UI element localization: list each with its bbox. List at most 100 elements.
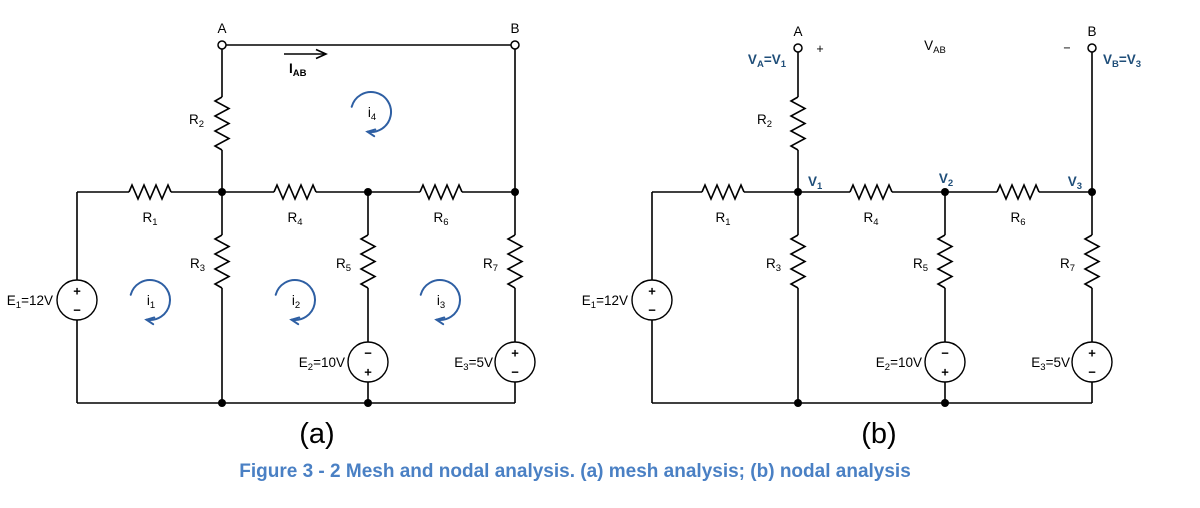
resistor-r3 [214, 234, 230, 289]
current-iab-label: IAB [289, 61, 307, 79]
terminal-b [1087, 43, 1097, 53]
node-dot [941, 399, 949, 407]
mesh-current-i2: i2 [274, 279, 317, 326]
figure-caption: Figure 3 - 2 Mesh and nodal analysis. (a… [239, 461, 911, 482]
terminal-a-label: A [217, 21, 226, 36]
source-e1-label: E1=12V [7, 293, 53, 311]
sublabel-a: (a) [299, 418, 334, 450]
terminal-b [510, 40, 520, 50]
resistor-r3 [790, 234, 806, 289]
mesh-current-i4: i4 [350, 91, 393, 138]
resistor-r7-label: R7 [483, 256, 498, 274]
source-e2-label: E2=10V [299, 355, 345, 373]
circuit-a: + − − + + − IAB i1 i2 i3 [7, 21, 536, 450]
source-e3: + − [1071, 341, 1113, 383]
source-e3-label: E3=5V [454, 355, 493, 373]
resistor-r1-label: R1 [715, 210, 730, 228]
resistor-r2 [790, 96, 806, 151]
terminal-a [217, 40, 227, 50]
plus-sign: + [364, 365, 372, 380]
resistor-r1 [701, 184, 745, 200]
resistor-r4-label: R4 [863, 210, 878, 228]
resistor-r4 [849, 184, 893, 200]
node-v2-label: V2 [939, 171, 953, 189]
source-e1: + − [56, 279, 98, 321]
resistor-r5 [937, 234, 953, 289]
resistor-r6 [996, 184, 1040, 200]
minus-sign-terminal-b: − [1063, 41, 1070, 55]
resistor-r2-label: R2 [189, 112, 204, 130]
node-dot-v1 [794, 188, 802, 196]
resistor-r4-label: R4 [287, 210, 302, 228]
source-circle [924, 341, 966, 383]
plus-sign: + [941, 365, 949, 380]
current-arrow-iab [284, 48, 328, 60]
source-circle [347, 341, 389, 383]
resistor-r2 [214, 96, 230, 151]
plus-sign: + [73, 284, 81, 299]
minus-sign: − [511, 365, 519, 380]
node-dot-v2 [941, 188, 949, 196]
node-dot [794, 399, 802, 407]
resistor-r7 [507, 234, 523, 289]
resistor-r6-label: R6 [433, 210, 448, 228]
resistor-r5-label: R5 [336, 256, 351, 274]
resistor-r6-label: R6 [1010, 210, 1025, 228]
terminal-b-label: B [1087, 24, 1096, 39]
minus-sign: − [648, 303, 656, 318]
source-e2: − + [924, 341, 966, 383]
resistor-r7-label: R7 [1060, 256, 1075, 274]
plus-sign: + [1088, 346, 1096, 361]
source-circle [494, 341, 536, 383]
node-dot-v3 [1088, 188, 1096, 196]
node-v3-label: V3 [1068, 174, 1082, 192]
voltage-vab-label: VAB [924, 38, 946, 56]
mesh-current-i1: i1 [129, 279, 172, 326]
mesh-current-label: i4 [368, 105, 376, 123]
resistor-r3-label: R3 [766, 256, 781, 274]
source-circle [631, 279, 673, 321]
sublabel-b: (b) [861, 418, 896, 450]
resistor-r6 [419, 184, 463, 200]
terminal-a-label: A [793, 24, 802, 39]
source-circle [56, 279, 98, 321]
circuit-b: + − − + + − A B VA=V1 + VAB − VB=V3 V1 V… [582, 24, 1141, 450]
plus-sign: + [511, 346, 519, 361]
source-e3-label: E3=5V [1031, 355, 1070, 373]
node-dot [218, 399, 226, 407]
mesh-current-label: i1 [147, 293, 155, 311]
minus-sign: − [941, 346, 949, 361]
arrow-head [315, 48, 328, 60]
terminal-a [793, 43, 803, 53]
voltage-va-label: VA=V1 [748, 52, 787, 70]
resistor-r3-label: R3 [190, 256, 205, 274]
source-e2-label: E2=10V [876, 355, 922, 373]
plus-sign: + [648, 284, 656, 299]
node-dot [364, 399, 372, 407]
source-e1: + − [631, 279, 673, 321]
resistor-r1 [128, 184, 172, 200]
terminal-b-label: B [510, 21, 519, 36]
mesh-current-i3: i3 [419, 279, 462, 326]
resistor-r1-label: R1 [142, 210, 157, 228]
resistor-r7 [1084, 234, 1100, 289]
minus-sign: − [364, 346, 372, 361]
resistor-r2-label: R2 [757, 112, 772, 130]
source-circle [1071, 341, 1113, 383]
node-v1-label: V1 [808, 174, 823, 192]
node-dot [218, 188, 226, 196]
mesh-current-label: i3 [437, 293, 445, 311]
minus-sign: − [1088, 365, 1096, 380]
resistor-r5-label: R5 [913, 256, 928, 274]
plus-sign-terminal-a: + [816, 42, 823, 56]
mesh-current-label: i2 [292, 293, 300, 311]
resistor-r4 [273, 184, 317, 200]
node-dot [511, 188, 519, 196]
source-e3: + − [494, 341, 536, 383]
node-dot [364, 188, 372, 196]
voltage-vb-label: VB=V3 [1103, 52, 1141, 70]
source-e2: − + [347, 341, 389, 383]
source-e1-label: E1=12V [582, 293, 628, 311]
resistor-r5 [360, 234, 376, 289]
